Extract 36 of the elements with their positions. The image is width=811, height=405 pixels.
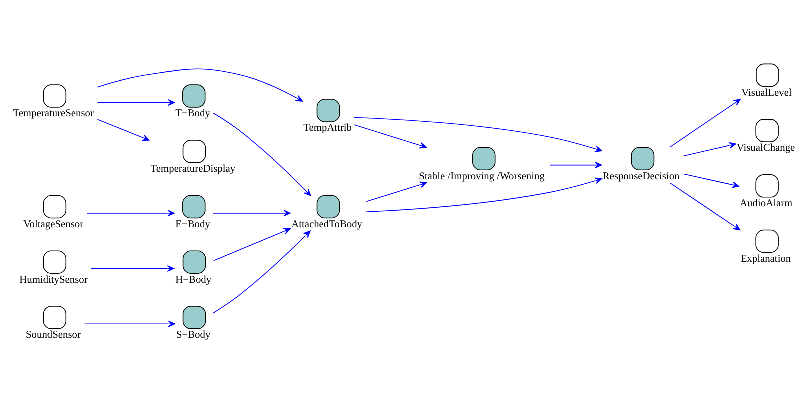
node-label: Explanation: [740, 253, 792, 264]
node-label: E−Body: [176, 218, 210, 230]
arrow: [684, 142, 736, 156]
node-label: TempAttrib: [304, 122, 352, 134]
arrow: [354, 124, 427, 148]
arrow: [212, 210, 291, 216]
arrow: [214, 228, 291, 261]
node-label: VoltageSensor: [24, 218, 84, 230]
node-label: AttachedToBody: [292, 218, 363, 230]
arrow: [86, 210, 175, 216]
node-label: VisualChange: [736, 142, 796, 154]
arrow: [354, 116, 602, 152]
arrow: [97, 118, 150, 141]
arrow: [84, 320, 176, 327]
node-label: ResponseDecision: [602, 170, 680, 182]
arrow: [550, 162, 602, 168]
arrow: [670, 182, 741, 230]
arrow: [366, 181, 428, 202]
node-label: VisualLevel: [742, 87, 792, 98]
arrow: [684, 173, 740, 188]
node-label: HumiditySensor: [20, 274, 88, 286]
node-label: H−Body: [176, 274, 212, 286]
node-label: Stable /Improving /Worsening: [419, 170, 545, 182]
node-label: S−Body: [176, 330, 211, 341]
node-label: T−Body: [176, 108, 210, 120]
arrow: [97, 98, 176, 106]
node-label: AudioAlarm: [740, 198, 793, 210]
arrow: [97, 68, 304, 102]
arrow: [669, 98, 741, 148]
node-label: TemperatureDisplay: [150, 164, 236, 175]
node-label: TemperatureSensor: [13, 108, 94, 120]
node-label: SoundSensor: [26, 330, 81, 341]
arrow: [212, 230, 311, 314]
arrow: [213, 112, 312, 196]
arrow: [90, 265, 174, 272]
arrow: [366, 177, 602, 212]
